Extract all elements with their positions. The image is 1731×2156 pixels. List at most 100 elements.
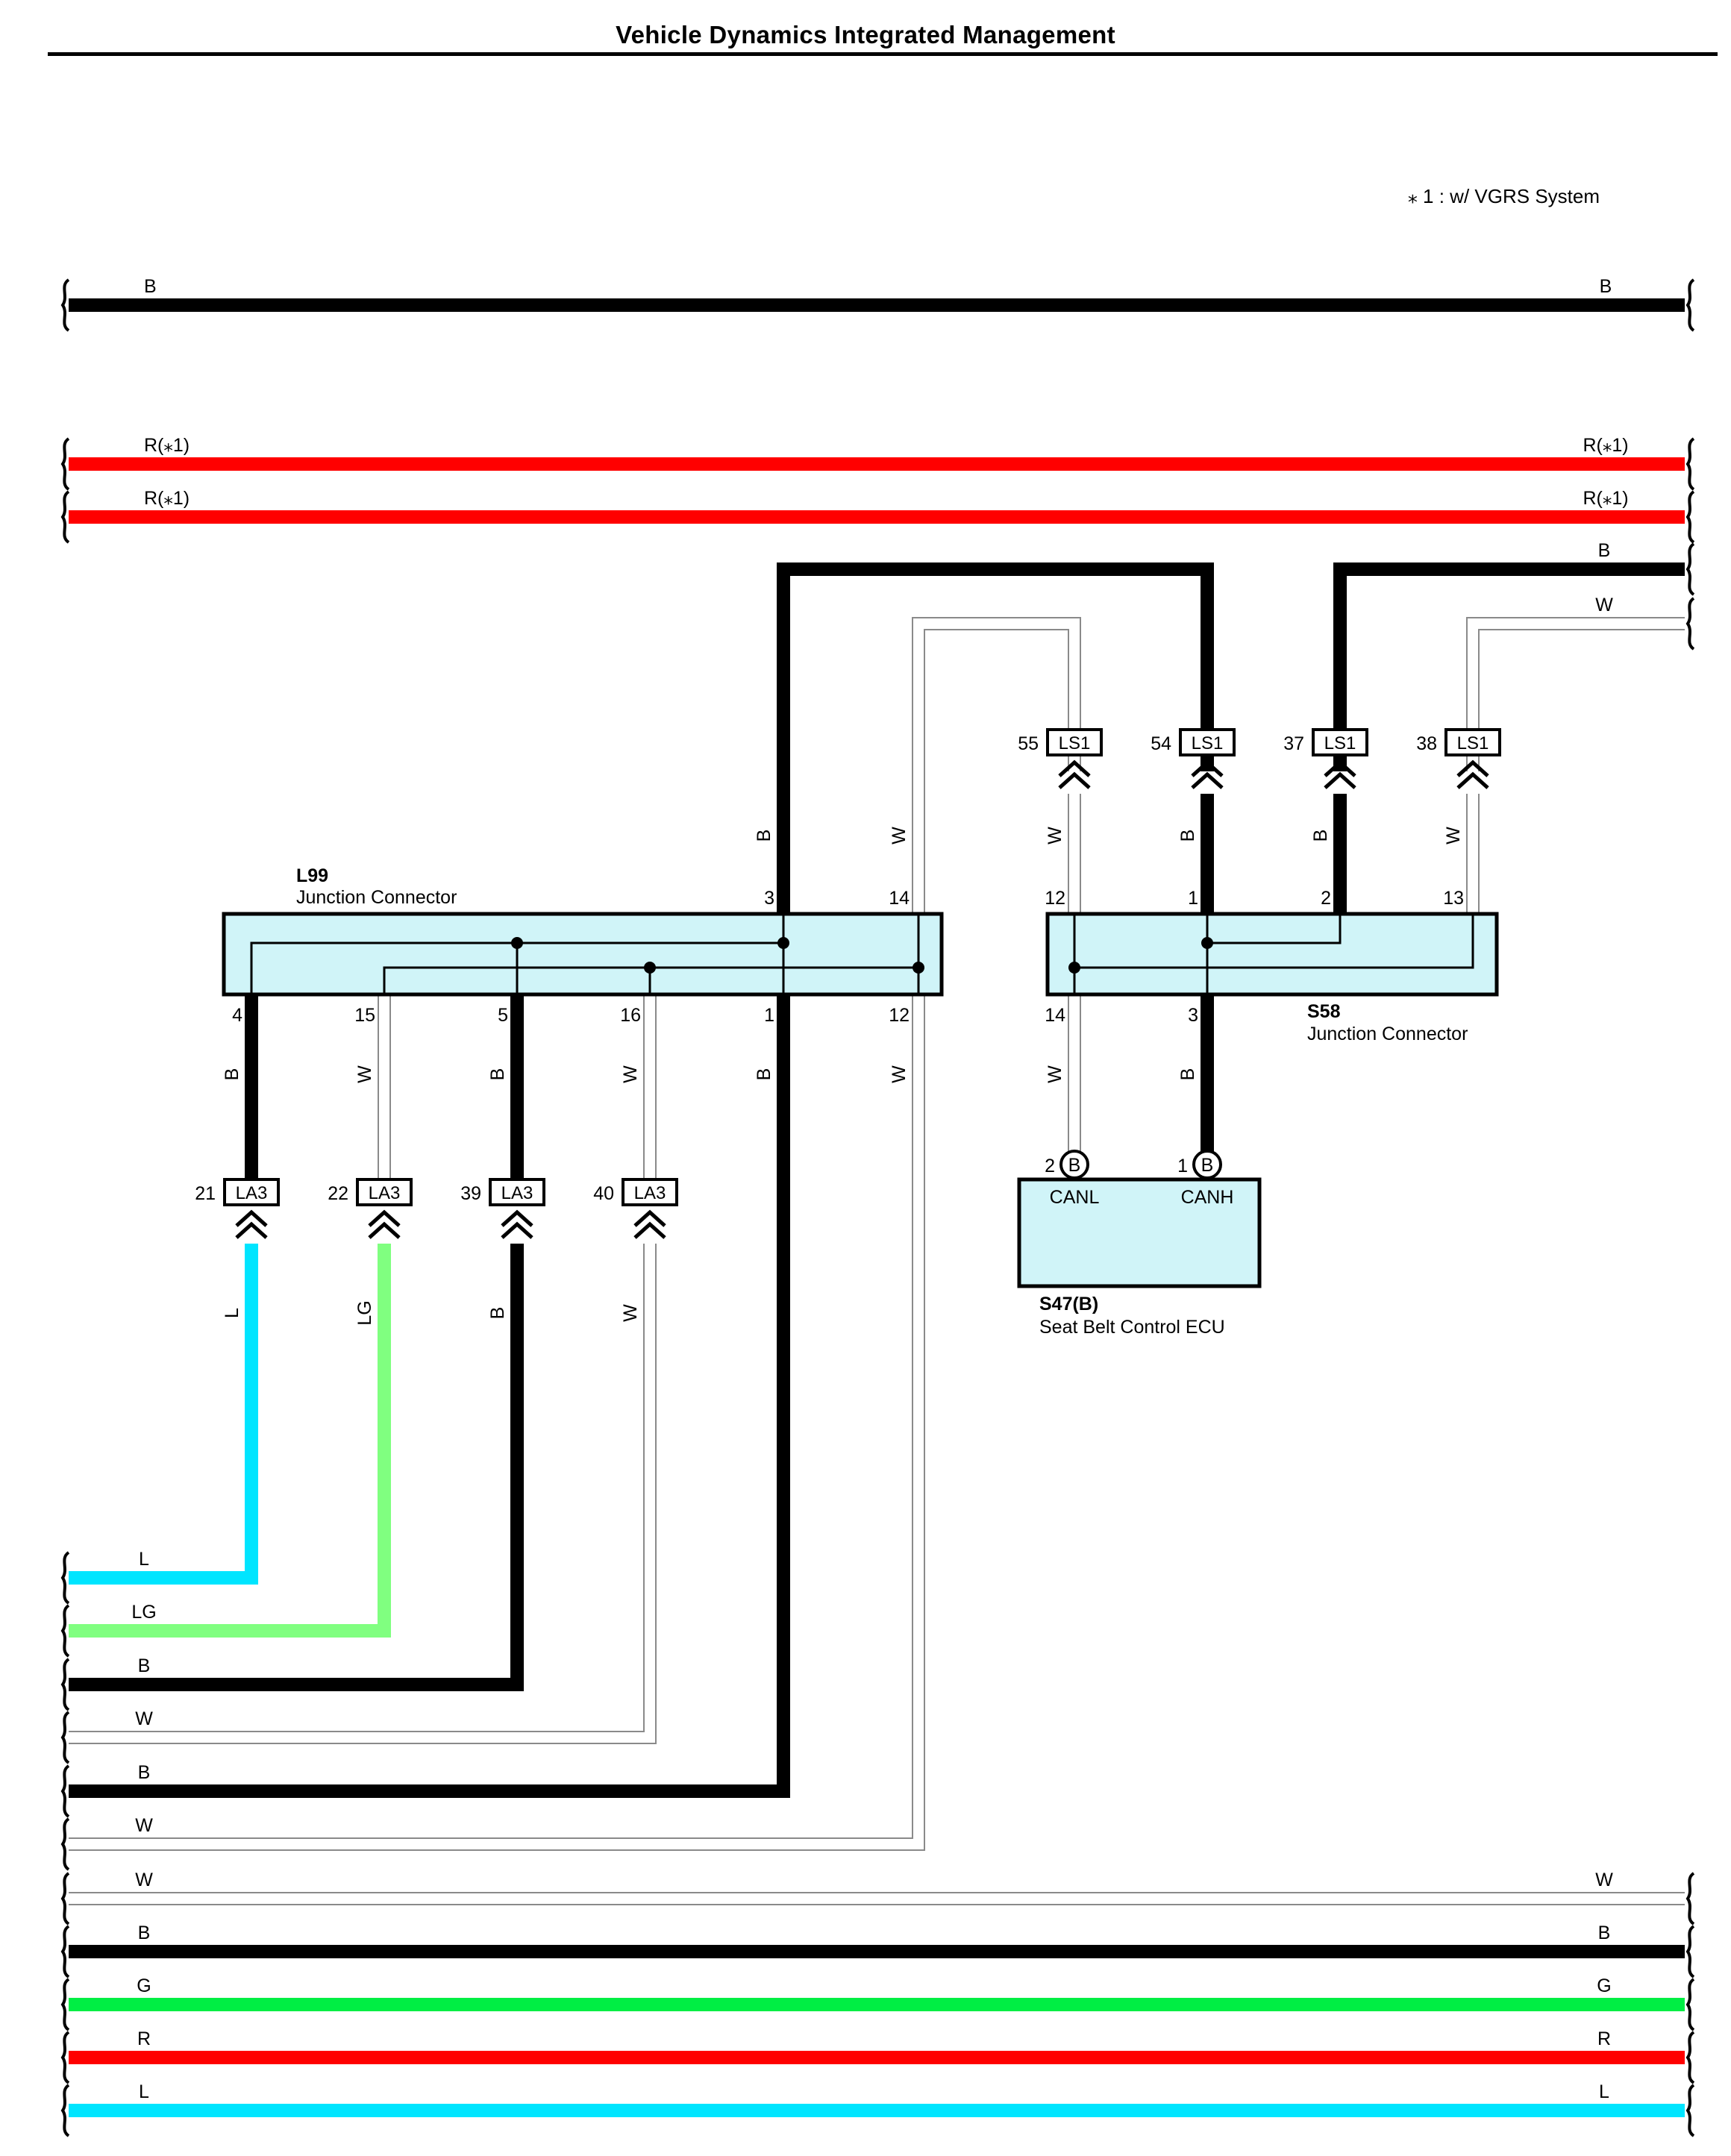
- l99-top-pin: 14: [889, 888, 910, 909]
- wire-code: B: [1177, 1068, 1198, 1081]
- right-break-mark: [1685, 597, 1695, 651]
- wire-code: W: [620, 1065, 641, 1083]
- terminal-connector-box: [1046, 728, 1103, 756]
- wire-code: B: [754, 1068, 774, 1081]
- left-break-mark: [60, 437, 70, 491]
- junction-dot: [644, 962, 656, 974]
- terminal-chevron: [1058, 759, 1091, 777]
- top-bus-left-label: B: [144, 276, 157, 297]
- l99-bottom-pin: 16: [620, 1005, 641, 1026]
- terminal-connector-box: [223, 1178, 280, 1206]
- left-exit-label: LG: [131, 1602, 156, 1623]
- left-break-mark: [60, 1925, 70, 1978]
- terminal-connector-code: LS1: [1059, 733, 1091, 753]
- wire-l99-12-to-left-exit-inner: [69, 994, 924, 1849]
- bottom-bus-left-label: B: [138, 1922, 151, 1943]
- left-break-mark: [60, 1978, 70, 2031]
- terminal-connector-code: LS1: [1457, 733, 1489, 753]
- ecu-id: S47(B): [1039, 1294, 1098, 1314]
- terminal-connector-box: [622, 1178, 678, 1206]
- terminal-chevron: [501, 1221, 533, 1239]
- s58-name: Junction Connector: [1307, 1024, 1468, 1044]
- wire-l99-12-to-left-exit: [69, 994, 925, 1851]
- junction-dot: [511, 937, 523, 949]
- s58-junction-connector: [1045, 912, 1499, 997]
- top-bus-right-label: B: [1600, 276, 1612, 297]
- left-break-mark: [60, 1658, 70, 1711]
- terminal-connector-box: [356, 1178, 413, 1206]
- wire-code: B: [487, 1068, 508, 1081]
- right-break-mark: [1685, 1872, 1695, 1925]
- bottom-bus-left-label: L: [139, 2081, 149, 2102]
- wire-code: B: [1177, 830, 1198, 842]
- left-exit-label: L: [139, 1549, 149, 1570]
- right-break-mark: [1685, 490, 1695, 544]
- left-exit-label: W: [135, 1708, 153, 1729]
- terminal-chevron: [368, 1209, 401, 1227]
- wires-layer: [69, 298, 1685, 2117]
- wire-code: B: [1310, 830, 1331, 842]
- right-entry-label: W: [1595, 595, 1613, 615]
- left-break-mark: [60, 1872, 70, 1925]
- left-break-mark: [60, 1764, 70, 1818]
- wire-code: W: [620, 1304, 641, 1322]
- terminal-chevron: [235, 1221, 268, 1239]
- terminal-chevron: [1058, 771, 1091, 789]
- s58-top-pin: 13: [1443, 888, 1464, 909]
- footnote: ⁎ 1 : w/ VGRS System: [1407, 185, 1600, 207]
- bottom-bus-left-label: G: [137, 1975, 151, 1996]
- junction-dot: [913, 962, 924, 974]
- bottom-bus-right-label: R: [1597, 2028, 1611, 2049]
- bottom-bus-right-label: L: [1599, 2081, 1609, 2102]
- terminal-connector-box: [1444, 728, 1501, 756]
- terminal-chevron: [1324, 771, 1356, 789]
- s58-id: S58: [1307, 1001, 1341, 1022]
- right-break-mark: [1685, 278, 1695, 332]
- page-title: Vehicle Dynamics Integrated Management: [616, 21, 1115, 48]
- bottom-bus-left-label: W: [135, 1870, 153, 1890]
- bottom-bus-right-label: W: [1595, 1870, 1613, 1890]
- ecu-name: Seat Belt Control ECU: [1039, 1317, 1225, 1338]
- terminal-chevron: [235, 1209, 268, 1227]
- l99-bottom-pin: 15: [354, 1005, 375, 1026]
- ecu-pin-circle: [1059, 1150, 1089, 1179]
- terminal-chevron: [1191, 771, 1224, 789]
- l99-junction-connector: [222, 912, 944, 997]
- wire-code: W: [1045, 827, 1065, 844]
- terminal-pin-number: 22: [328, 1183, 348, 1204]
- s58-bottom-pin: 14: [1045, 1005, 1065, 1026]
- terminal-connector-code: LA3: [634, 1183, 666, 1203]
- left-break-mark: [60, 1551, 70, 1605]
- ecu-pin-number: 2: [1045, 1156, 1055, 1176]
- top-bus-left-label: R(⁎1): [144, 435, 190, 456]
- wire-entry-w-to-ls1-38: [1466, 617, 1685, 771]
- top-bus-right-label: R(⁎1): [1583, 488, 1628, 509]
- s58-top-pin: 12: [1045, 888, 1065, 909]
- wire-l99-3-to-ls1-54: [777, 562, 1214, 914]
- s58-internal-bus: [1206, 914, 1342, 994]
- wire-code: W: [889, 1065, 910, 1083]
- l99-id: L99: [296, 865, 328, 886]
- wire-la3-to-left-exit: [69, 1244, 391, 1638]
- terminal-pin-number: 54: [1151, 733, 1171, 754]
- terminal-connector-code: LS1: [1192, 733, 1224, 753]
- terminal-chevron: [501, 1209, 533, 1227]
- terminal-connector-code: LA3: [236, 1183, 268, 1203]
- l99-bottom-pin: 12: [889, 1005, 910, 1026]
- terminal-connector-code: LA3: [369, 1183, 401, 1203]
- wire-entry-b-to-ls1-37: [1333, 562, 1685, 771]
- right-break-mark: [1685, 437, 1695, 491]
- wire-la3-to-left-exit-inner: [69, 1244, 655, 1743]
- wire-code: W: [1045, 1065, 1065, 1083]
- ecu-pin-signal: CANL: [1050, 1187, 1100, 1208]
- terminal-chevron: [633, 1221, 666, 1239]
- right-break-mark: [1685, 1925, 1695, 1978]
- left-break-mark: [60, 1817, 70, 1871]
- wire-code: LG: [354, 1300, 375, 1325]
- left-break-mark: [60, 1604, 70, 1658]
- wire-code: L: [222, 1308, 242, 1318]
- ecu-pin-connector: B: [1201, 1155, 1214, 1176]
- ecu-pin-number: 1: [1177, 1156, 1188, 1176]
- junction-dot: [777, 937, 789, 949]
